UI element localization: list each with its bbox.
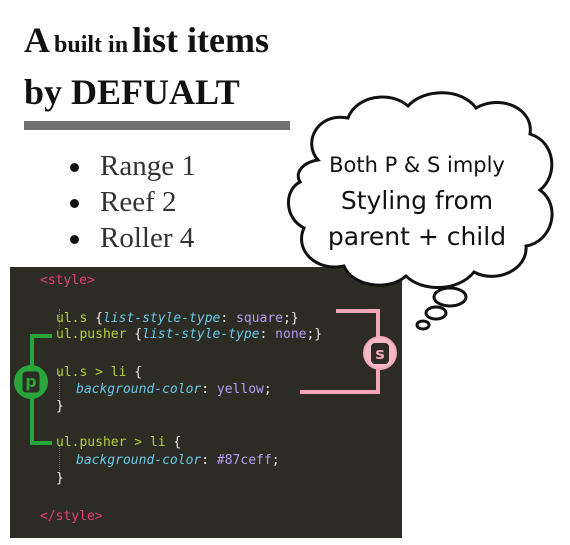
list-item-text: Reef 2 bbox=[100, 186, 177, 218]
thought-cloud bbox=[287, 91, 554, 331]
code-line-bg-blue: background-color: #87ceff; bbox=[76, 453, 280, 468]
bullet-icon bbox=[70, 199, 79, 208]
s-badge-label: s bbox=[375, 344, 385, 363]
thought-text-line-2: Styling from bbox=[340, 186, 494, 215]
code-line-close-brace: } bbox=[56, 399, 64, 414]
p-badge-label: p bbox=[25, 372, 37, 391]
heading-line-2: by DEFUALT bbox=[24, 72, 240, 112]
thought-text-line-1: Both P & S imply bbox=[329, 153, 505, 177]
indent-guide bbox=[59, 309, 61, 329]
heading-list-items: list items bbox=[132, 20, 270, 60]
list-item: Range 1 bbox=[70, 148, 196, 184]
indent-guide bbox=[59, 445, 61, 481]
list-item-text: Range 1 bbox=[100, 150, 196, 182]
code-line-ul-s: ul.s {list-style-type: square;} bbox=[56, 311, 299, 326]
code-line-close-tag: </style> bbox=[40, 509, 103, 524]
code-line-close-brace: } bbox=[56, 471, 64, 486]
list-item-text: Roller 4 bbox=[100, 222, 195, 254]
thought-text-line-3: parent + child bbox=[327, 222, 507, 251]
bullet-icon bbox=[70, 163, 79, 172]
code-line-ul-s-li: ul.s > li { bbox=[56, 365, 143, 380]
s-badge bbox=[363, 336, 397, 370]
code-line-open-tag: <style> bbox=[40, 273, 95, 288]
bullet-icon bbox=[70, 235, 79, 244]
list-item: Reef 2 bbox=[70, 184, 196, 220]
example-bullet-list: Range 1 Reef 2 Roller 4 bbox=[70, 148, 196, 256]
heading-word-a: A bbox=[24, 20, 50, 60]
p-badge bbox=[14, 365, 48, 399]
heading-built-in: built in bbox=[54, 32, 129, 58]
code-line-ul-pusher-li: ul.pusher > li { bbox=[56, 435, 182, 450]
indent-guide bbox=[59, 371, 61, 407]
list-item: Roller 4 bbox=[70, 220, 196, 256]
page-heading: A built in list items by DEFUALT bbox=[24, 18, 364, 122]
heading-divider bbox=[24, 121, 290, 130]
code-line-bg-yellow: background-color: yellow; bbox=[76, 382, 272, 397]
code-line-ul-pusher: ul.pusher {list-style-type: none;} bbox=[56, 327, 323, 342]
